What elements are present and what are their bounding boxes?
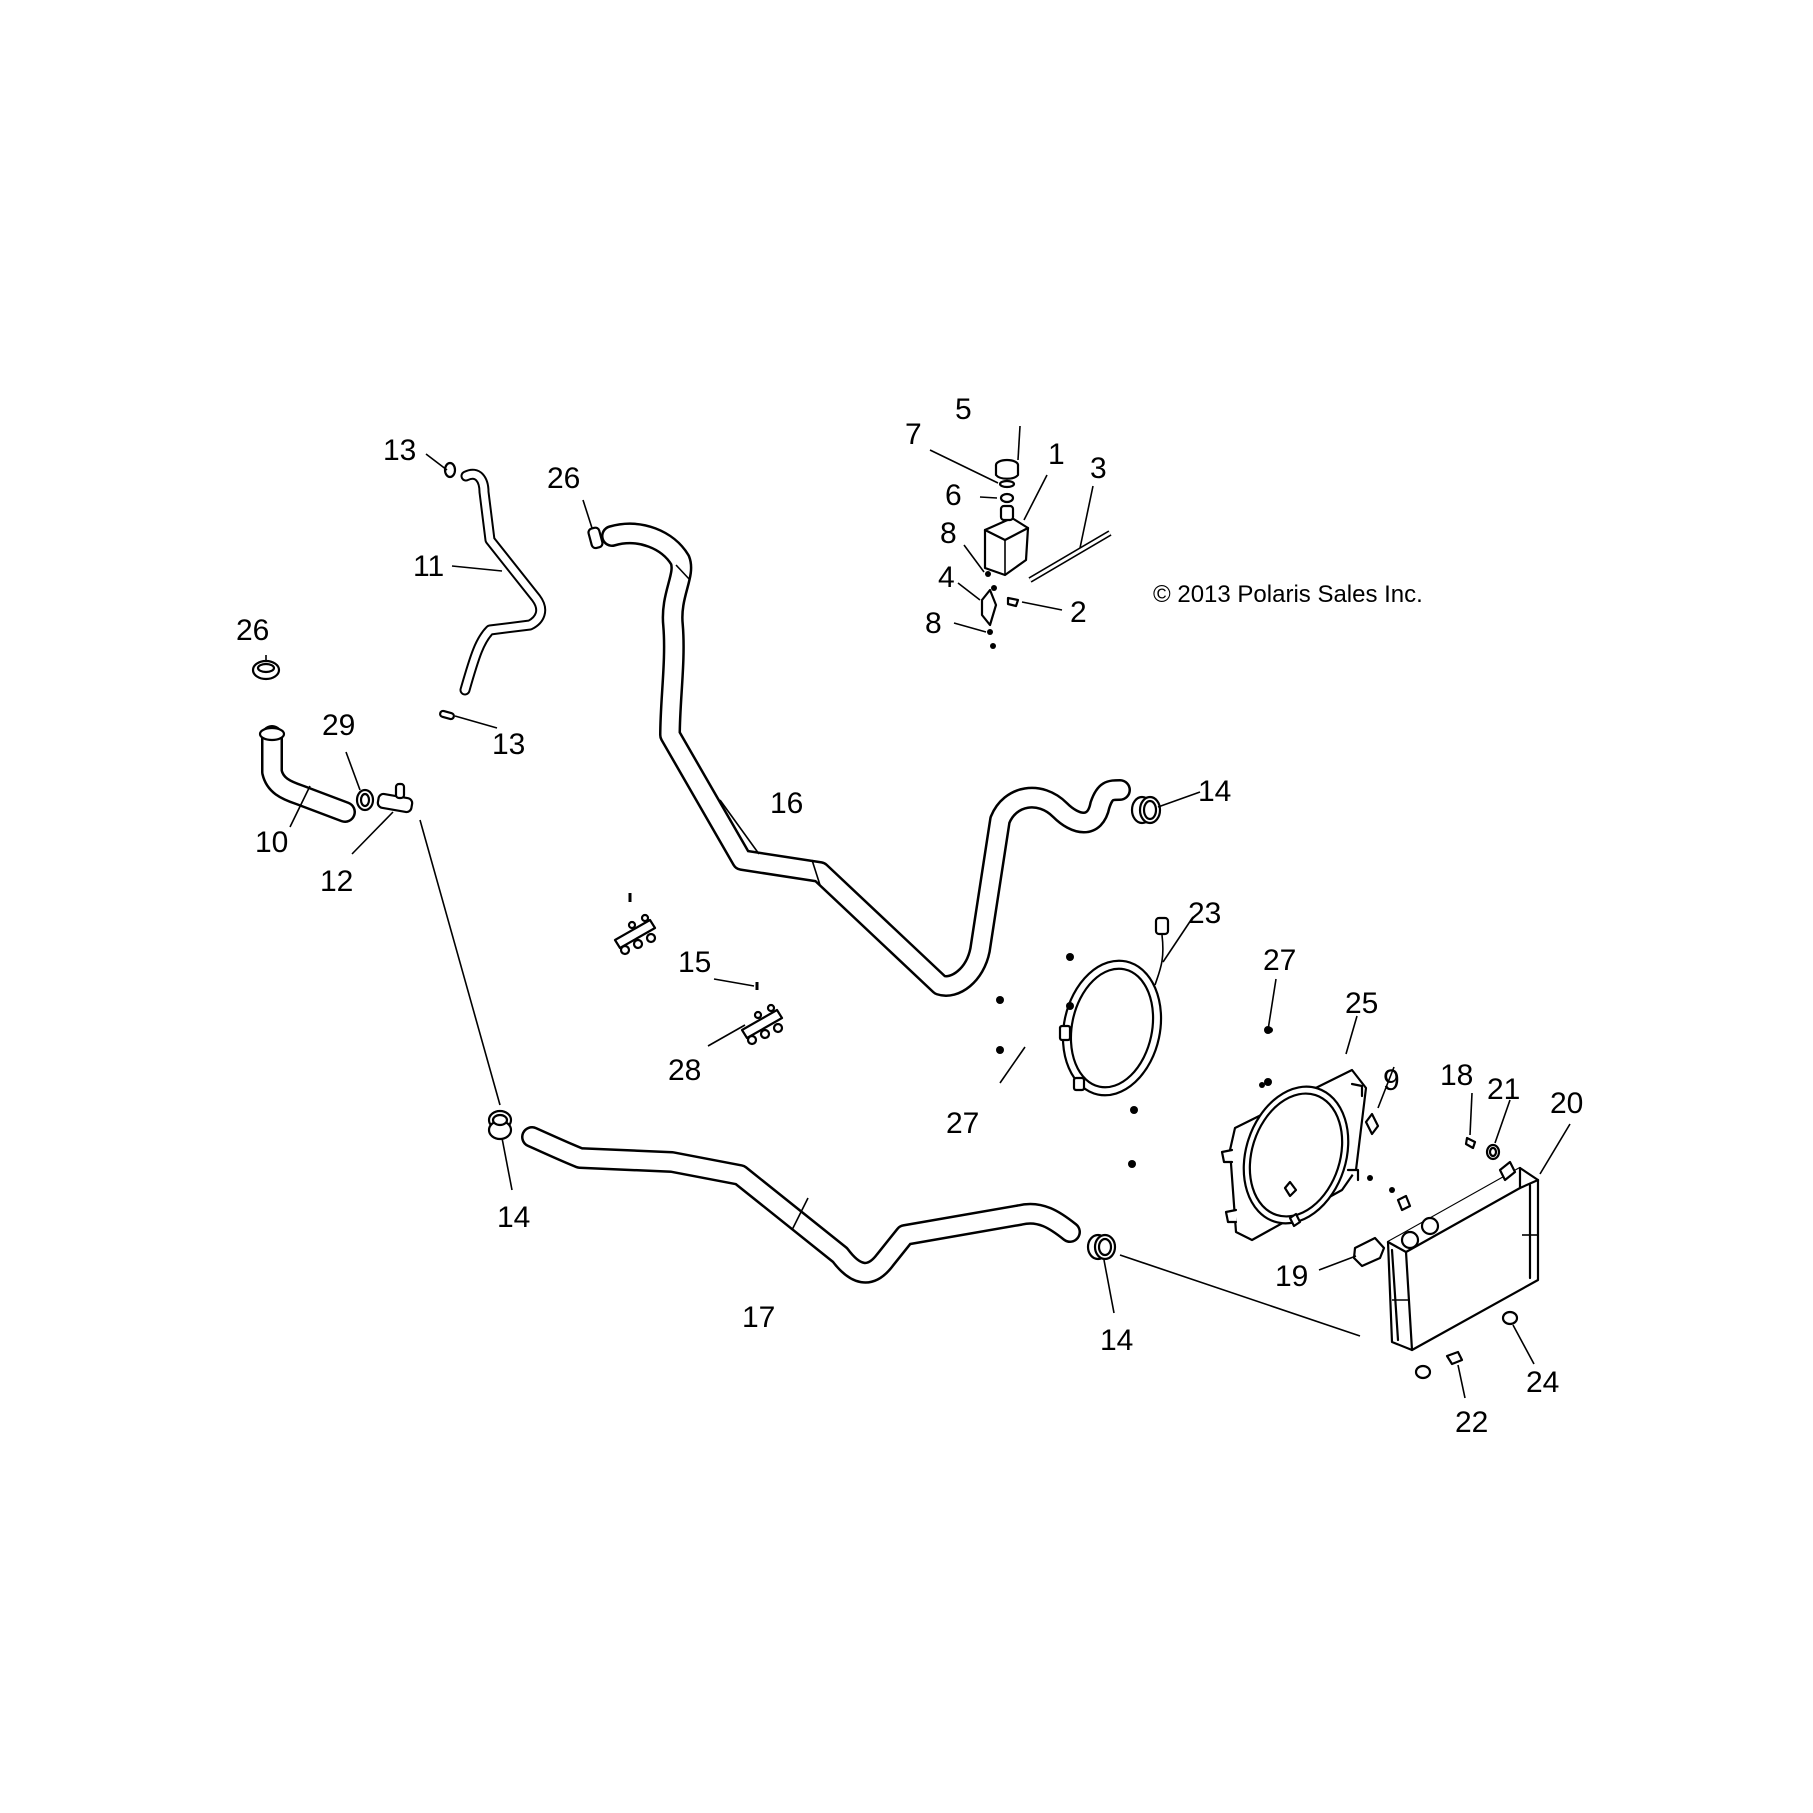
leader-lines [265,425,1571,1399]
callout-27-lower: 27 [946,1107,979,1140]
reservoir-seal-7 [998,479,1016,489]
callout-8-upper: 8 [940,517,957,550]
callout-25: 25 [1345,987,1378,1020]
callout-11: 11 [413,550,444,583]
connection-line-12-14 [419,819,501,1106]
copyright-notice: © 2013 Polaris Sales Inc. [1153,581,1423,608]
callout-2: 2 [1070,596,1087,629]
bolt-18 [1464,1136,1477,1150]
clip-9 [1364,1112,1380,1136]
callout-10: 10 [255,826,288,859]
callout-13-lower: 13 [492,728,525,761]
fitting-12 [376,782,414,814]
bracket-28-upper [613,913,657,956]
callout-29: 29 [322,709,355,742]
clamp-14-upper [1130,795,1162,825]
clamp-29 [355,788,375,812]
callout-1: 1 [1048,438,1065,471]
reservoir-bracket-4 [980,588,998,627]
nut-21 [1485,1143,1501,1161]
callout-8-lower: 8 [925,607,942,640]
callout-27-upper: 27 [1263,944,1296,977]
callout-14-left: 14 [497,1201,530,1234]
hose-17 [521,1126,1081,1284]
callout-22: 22 [1455,1406,1488,1439]
radiator-20 [1386,1160,1540,1352]
clamp-13-top [443,461,457,479]
nut-8-lower-b [990,643,996,649]
callout-13-upper: 13 [383,434,416,467]
clamp-13-bottom [439,709,455,721]
callout-7: 7 [905,418,922,451]
clamp-26-top [587,526,604,550]
callout-labels: 1 2 3 4 5 6 7 8 8 9 10 11 12 13 13 14 14… [236,393,1583,1439]
reservoir-cap [994,458,1020,480]
grommet-24 [1501,1310,1519,1326]
nut-8-upper [985,571,991,577]
hose-10 [258,725,356,823]
bolt-22 [1414,1350,1464,1380]
nut-8-upper-b [991,585,997,591]
cap-19 [1352,1236,1386,1268]
bracket-28-lower [740,1003,784,1046]
callout-21: 21 [1487,1073,1520,1106]
callout-15: 15 [678,946,711,979]
reservoir-bottle [983,504,1030,577]
clamp-14-left [487,1109,513,1141]
callout-3: 3 [1090,452,1107,485]
callout-20: 20 [1550,1087,1583,1120]
callout-4: 4 [938,561,955,594]
reservoir-seal-6 [999,492,1015,504]
callout-26-left: 26 [236,614,269,647]
hose-11 [459,468,547,696]
callout-16: 16 [770,787,803,820]
hose-16 [601,522,1131,997]
connection-line-14-20 [1119,1254,1361,1337]
callout-9: 9 [1383,1064,1400,1097]
callout-17: 17 [742,1301,775,1334]
callout-28: 28 [668,1054,701,1087]
nut-8-lower [987,629,993,635]
reservoir-tube-3 [1028,530,1112,583]
screw-2 [1006,596,1020,608]
callout-6: 6 [945,479,962,512]
callout-23: 23 [1188,897,1221,930]
callout-12: 12 [320,865,353,898]
callout-24: 24 [1526,1366,1559,1399]
fan-23 [1058,916,1170,1097]
callout-19: 19 [1275,1260,1308,1293]
bolt-shroud-27 [1259,1027,1412,1228]
callout-18: 18 [1440,1059,1473,1092]
clamp-26-left [251,659,281,681]
callout-14-upper: 14 [1198,775,1231,808]
callout-5: 5 [955,393,972,426]
callout-26-upper: 26 [547,462,580,495]
clamp-14-lower [1086,1233,1117,1261]
callout-14-lower: 14 [1100,1324,1133,1357]
shroud-25 [1220,1068,1368,1242]
